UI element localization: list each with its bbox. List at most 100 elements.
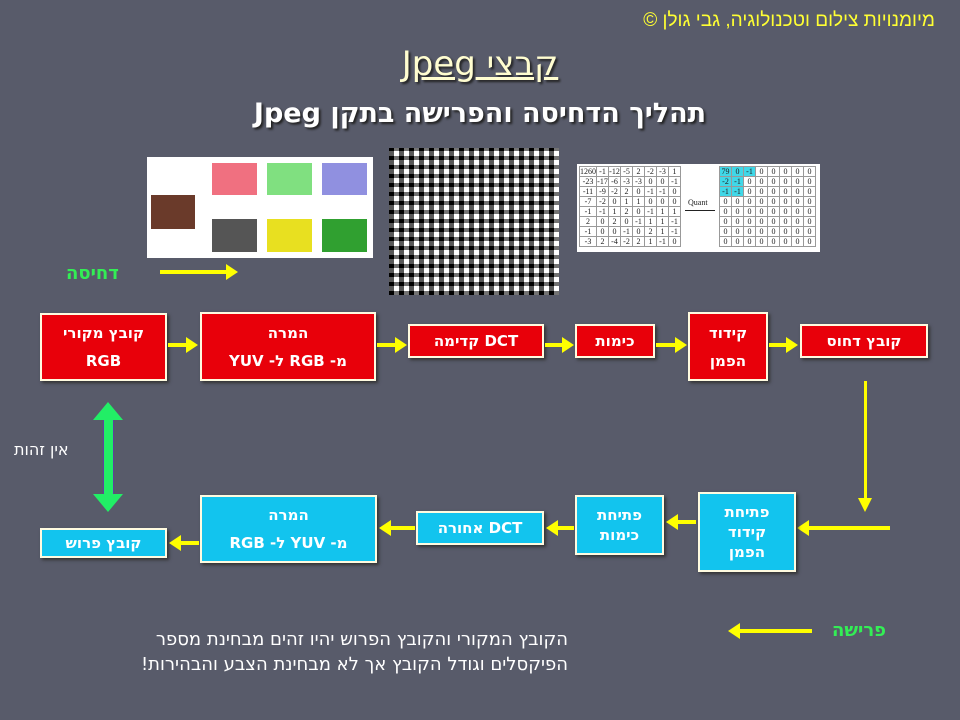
matrix-cell: 0 [743,186,756,197]
matrix-cell: 0 [668,236,681,247]
matrix-cell: -4 [608,236,621,247]
matrix-cell: -17 [596,176,609,187]
matrix-cell: 1 [608,206,621,217]
matrix-cell: 0 [719,206,732,217]
matrix-cell: -23 [579,176,597,187]
credit-header: מיומנויות צילום וטכנולוגיה, גבי גולן © [643,10,935,31]
matrix-cell: 0 [791,176,804,187]
matrix-cell: 0 [644,176,657,187]
matrix-cell: -1 [632,216,645,227]
matrix-cell: -1 [596,166,609,177]
matrix-cell: 0 [719,196,732,207]
matrix-cell: 0 [779,226,792,237]
matrix-cell: 1 [644,236,657,247]
page-title: קבצי Jpeg [401,44,559,84]
matrix-cell: 0 [767,216,780,227]
step-decompressed-file: קובץ פרוש [40,528,167,558]
matrix-cell: 0 [803,226,816,237]
color-planes-image [147,157,373,258]
matrix-cell: 0 [803,196,816,207]
page-subtitle: תהליך הדחיסה והפרישה בתקן Jpeg [253,98,707,129]
step-compressed-file: קובץ דחוס [800,324,928,358]
matrix-cell: 0 [791,206,804,217]
matrix-cell: 0 [803,186,816,197]
matrix-cell: -2 [596,196,609,207]
matrix-cell: -3 [579,236,597,247]
matrix-cell: -2 [620,236,633,247]
matrix-cell: 1 [656,226,669,237]
matrix-cell: 0 [803,206,816,217]
matrix-cell: 0 [620,216,633,227]
matrix-cell: -3 [656,166,669,177]
matrix-cell: 0 [632,226,645,237]
matrix-cell: 0 [743,176,756,187]
matrix-cell: 0 [767,176,780,187]
matrix-cell: 0 [731,236,744,247]
matrix-cell: 2 [596,236,609,247]
matrix-cell: -1 [719,186,732,197]
matrix-cell: 0 [803,216,816,227]
matrix-cell: 0 [779,206,792,217]
decompression-label: פרישה [832,620,886,641]
matrix-cell: -2 [719,176,732,187]
matrix-cell: 0 [755,226,768,237]
matrix-cell: -1 [668,176,681,187]
matrix-cell: 0 [719,226,732,237]
footnote: הקובץ המקורי והקובץ הפרוש יהיו זהים מבחי… [141,627,568,677]
matrix-cell: 1 [620,196,633,207]
matrix-cell: -5 [620,166,633,177]
matrix-cell: 0 [656,196,669,207]
matrix-cell: 0 [791,186,804,197]
matrix-cell: 0 [632,186,645,197]
matrix-cell: -6 [608,176,621,187]
matrix-cell: -1 [668,226,681,237]
matrix-cell: -1 [644,186,657,197]
matrix-cell: 2 [620,186,633,197]
matrix-cell: -1 [656,186,669,197]
matrix-cell: 2 [608,216,621,227]
matrix-cell: -1 [668,216,681,227]
matrix-cell: 0 [791,216,804,227]
matrix-cell: 2 [632,166,645,177]
matrix-cell: 0 [755,236,768,247]
matrix-cell: 0 [779,196,792,207]
matrix-cell: 0 [596,226,609,237]
compression-label: דחיסה [66,263,119,284]
matrix-cell: 0 [608,196,621,207]
no-identity-double-arrow [104,418,113,496]
matrix-cell: 0 [767,166,780,177]
matrix-cell: 1260 [579,166,597,177]
matrix-cell: 0 [791,226,804,237]
matrix-cell: 0 [668,186,681,197]
matrix-cell: -12 [608,166,621,177]
matrix-cell: 0 [644,196,657,207]
footnote-line-1: הקובץ המקורי והקובץ הפרוש יהיו זהים מבחי… [155,629,568,650]
matrix-cell: -1 [620,226,633,237]
matrix-cell: 0 [743,216,756,227]
matrix-cell: -7 [579,196,597,207]
matrix-cell: 1 [668,206,681,217]
quant-arrow-label: Quant [688,198,708,207]
matrix-cell: 0 [755,196,768,207]
matrix-cell: -1 [644,206,657,217]
matrix-cell: -2 [644,166,657,177]
matrix-cell: 1 [656,206,669,217]
matrix-cell: 0 [743,226,756,237]
matrix-cell: 0 [731,216,744,227]
matrix-cell: -11 [579,186,597,197]
matrix-cell: 1 [656,216,669,227]
matrix-cell: -3 [620,176,633,187]
matrix-cell: 0 [731,196,744,207]
